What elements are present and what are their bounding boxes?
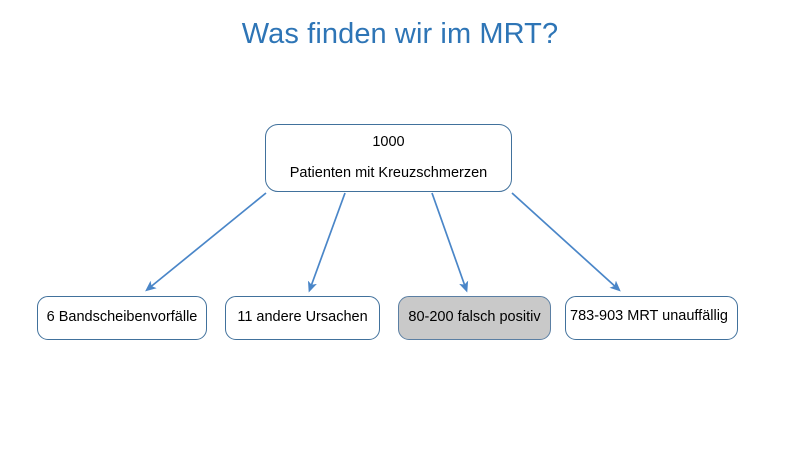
leaf-label: 80-200 falsch positiv — [408, 309, 541, 326]
diagram-node-false-positive[interactable]: 80-200 falsch positiv — [398, 296, 551, 340]
leaf-label: 11 andere Ursachen — [237, 309, 368, 326]
root-count-label: 1000 — [372, 134, 405, 151]
connector-arrow-1 — [145, 192, 267, 292]
diagram-node-herniated-discs[interactable]: 6 Bandscheibenvorfälle — [37, 296, 207, 340]
diagram-node-mri-unremarkable[interactable]: 783-903 MRT unauffällig — [565, 296, 738, 340]
connector-arrow-4 — [511, 192, 621, 292]
diagram-node-other-causes[interactable]: 11 andere Ursachen — [225, 296, 380, 340]
leaf-label: 6 Bandscheibenvorfälle — [46, 309, 198, 326]
diagram-node-root[interactable]: 1000 Patienten mit Kreuzschmerzen — [265, 124, 512, 192]
page-title: Was finden wir im MRT? — [241, 18, 559, 50]
leaf-label: 783-903 MRT unauffällig — [570, 308, 728, 324]
connector-arrow-3 — [431, 192, 469, 293]
connector-arrow-2 — [307, 192, 346, 293]
root-description-label: Patienten mit Kreuzschmerzen — [289, 164, 488, 181]
